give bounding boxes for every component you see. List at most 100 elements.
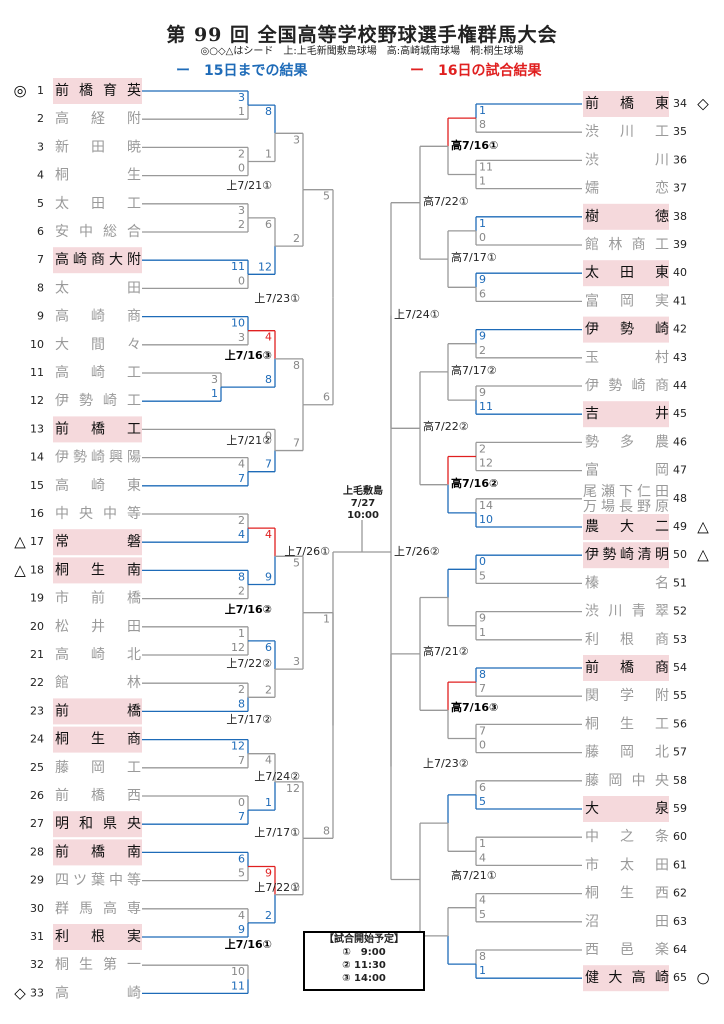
- winner-highlight: [583, 91, 669, 117]
- seed-mark: ◎: [13, 82, 26, 100]
- team-number: 50: [673, 548, 687, 561]
- team-number: 4: [37, 169, 44, 182]
- team-name: 太田工: [55, 196, 141, 212]
- seed-mark: △: [14, 561, 26, 579]
- score-bottom: 2: [238, 585, 245, 598]
- round-label: 高7/17①: [451, 250, 497, 264]
- score-top: 9: [479, 612, 486, 625]
- winner-highlight: [53, 416, 142, 443]
- team-name: 樹徳: [585, 209, 669, 225]
- score-bottom: 7: [293, 437, 300, 450]
- team-number: 55: [673, 689, 687, 702]
- team-number: 24: [30, 733, 44, 746]
- team-number: 41: [673, 294, 687, 307]
- team-number: 46: [673, 435, 687, 448]
- score-top: 9: [479, 273, 486, 286]
- winner-highlight: [583, 203, 669, 230]
- team-name: 太田: [55, 280, 141, 296]
- score-top: 3: [238, 91, 245, 104]
- score-top: 4: [479, 894, 486, 907]
- score-bottom: 10: [479, 513, 493, 526]
- team-name: 尾瀬下仁田: [583, 484, 669, 500]
- legend-note: ◎○◇△はシード 上:上毛新聞敷島球場 高:高崎城南球場 桐:桐生球場: [200, 46, 524, 57]
- score-top: 12: [231, 740, 245, 753]
- score-bottom: 8: [323, 824, 330, 837]
- score-bottom: 1: [265, 148, 272, 161]
- team-number: 23: [30, 704, 44, 717]
- score-top: 9: [265, 867, 272, 880]
- score-bottom: 11: [479, 400, 493, 413]
- score-bottom: 0: [479, 739, 486, 752]
- team-name: 沼田: [585, 914, 669, 930]
- round-label: 高7/21②: [423, 644, 469, 658]
- round-label: 高7/16②: [451, 476, 498, 490]
- team-name: 嬬恋: [585, 180, 669, 197]
- team-number: 18: [30, 563, 44, 576]
- score-bottom: 1: [479, 175, 486, 188]
- team-number: 47: [673, 464, 687, 477]
- team-number: 37: [673, 182, 687, 195]
- team-number: 25: [30, 761, 44, 774]
- round-label: 高7/22①: [423, 194, 469, 208]
- score-top: 0: [238, 796, 245, 809]
- round-label: 上7/23①: [254, 292, 300, 305]
- team-name: 前橋東: [585, 95, 669, 112]
- score-top: 6: [265, 218, 272, 231]
- team-number: 40: [673, 266, 687, 279]
- winner-highlight: [53, 839, 142, 866]
- schedule-box: 【試合開始予定】 ① 9:00 ② 11:30 ③ 14:00: [303, 931, 425, 991]
- team-number: 52: [673, 605, 687, 618]
- score-bottom: 1: [479, 626, 486, 639]
- score-top: 8: [238, 570, 245, 583]
- team-name: 伊勢崎清明: [585, 547, 669, 563]
- team-name: 桐生第一: [55, 956, 141, 973]
- round-label: 上7/23②: [423, 757, 469, 770]
- score-top: 8: [293, 359, 300, 372]
- score-bottom: 12: [231, 641, 245, 654]
- team-name: 高崎東: [55, 477, 141, 494]
- schedule-title: 【試合開始予定】: [324, 934, 404, 945]
- team-name: 高崎: [55, 984, 141, 1001]
- team-number: 9: [37, 310, 44, 323]
- seed-mark: ◇: [14, 984, 26, 1002]
- team-number: 64: [673, 943, 687, 956]
- score-bottom: 1: [211, 387, 218, 400]
- round-label: 上7/16②: [225, 602, 272, 616]
- score-top: 5: [323, 190, 330, 203]
- team-number: 2: [37, 112, 44, 125]
- team-number: 48: [673, 492, 687, 505]
- team-number: 5: [37, 197, 44, 210]
- team-name: 前橋西: [55, 787, 141, 804]
- score-top: 3: [293, 133, 300, 146]
- score-top: 4: [238, 458, 245, 471]
- score-bottom: 2: [479, 344, 486, 357]
- team-name: 渋川青翠: [585, 604, 669, 620]
- team-number: 65: [673, 971, 687, 984]
- team-name: 関学附: [585, 688, 669, 704]
- team-name: 桐生工: [585, 716, 669, 732]
- winner-highlight: [53, 78, 142, 104]
- team-number: 12: [30, 394, 44, 407]
- team-number: 39: [673, 238, 687, 251]
- seed-mark: △: [697, 518, 709, 536]
- team-number: 16: [30, 507, 44, 520]
- team-number: 38: [673, 210, 687, 223]
- score-bottom: 1: [265, 796, 272, 809]
- team-name: 伊勢崎工: [55, 393, 141, 409]
- winner-highlight: [53, 557, 142, 584]
- team-number: 51: [673, 576, 687, 589]
- score-bottom: 3: [293, 655, 300, 668]
- round-label: 上7/22①: [254, 881, 300, 894]
- seed-mark: ○: [696, 969, 709, 987]
- team-name: 渋川: [585, 152, 669, 168]
- score-top: 1: [479, 837, 486, 850]
- score-bottom: 11: [231, 979, 245, 992]
- round-label: 上7/22②: [226, 657, 272, 670]
- score-top: 1: [479, 104, 486, 117]
- team-number: 54: [673, 661, 687, 674]
- team-name: 高崎北: [55, 646, 141, 663]
- team-name: 桐生西: [585, 886, 669, 902]
- team-name: 新田暁: [55, 139, 141, 155]
- score-bottom: 12: [479, 457, 493, 470]
- score-bottom: 2: [293, 881, 300, 894]
